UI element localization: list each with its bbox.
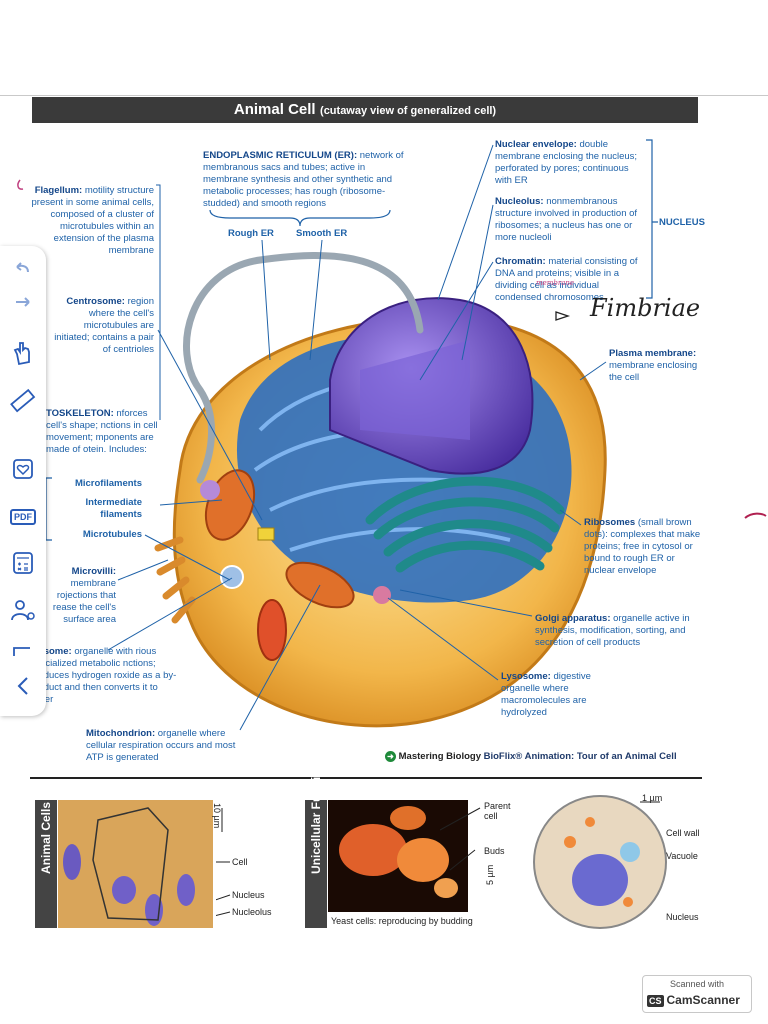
lysosome-label: Lysosome: digestive organelle where macr… [501, 671, 591, 718]
microfilaments-label: Microfilaments [74, 478, 142, 489]
calculator-icon[interactable] [8, 548, 38, 578]
er-label: ENDOPLASMIC RETICULUM (ER): network of m… [203, 150, 404, 209]
buds-label: Buds [484, 846, 505, 856]
handwritten-mark-2 [17, 179, 24, 190]
handwritten-membrane-note: membrane [536, 279, 575, 287]
intermediate-filaments-label: Intermediate filaments [85, 497, 143, 520]
annotation-toolbar: PDF [0, 246, 46, 716]
camscanner-top-text: Scanned with [669, 979, 725, 989]
bookmark-heart-icon[interactable] [8, 454, 38, 484]
animal-callouts [216, 808, 231, 917]
animal-cells-tab: Animal Cells [35, 800, 57, 928]
microtubules-label: Microtubules [82, 529, 142, 540]
unicellular-fungi-tab: Unicellular Fungi [305, 777, 327, 928]
vacuole-label: Vacuole [666, 851, 698, 861]
share-users-icon[interactable] [8, 596, 38, 626]
pdf-label: PDF [10, 509, 36, 525]
camscanner-brand-text: CamScanner [666, 993, 740, 1007]
pdf-icon[interactable]: PDF [8, 502, 38, 532]
bioflix-text: BioFlix® Animation: Tour of an Animal Ce… [483, 751, 677, 762]
cytoskeleton-bracket [45, 477, 52, 541]
smooth-er-label: Smooth ER [296, 228, 348, 239]
flagellum [183, 251, 424, 484]
toolbar-extra-icon[interactable] [8, 636, 38, 666]
figure-title-bar: Animal Cell (cutaway view of generalized… [32, 97, 698, 123]
undo-icon[interactable] [8, 252, 38, 282]
mastering-biology-text: Mastering Biology [398, 751, 481, 762]
camscanner-logo: CS [647, 995, 664, 1007]
ruler-icon[interactable] [8, 386, 38, 416]
lysosome [373, 586, 391, 604]
hand-icon[interactable] [8, 338, 38, 368]
yeast-caption: Yeast cells: reproducing by budding [331, 916, 473, 926]
microvilli-label: Microvilli: membrane rojections that rea… [52, 566, 116, 625]
centrosome [257, 527, 275, 541]
yeast-callouts [440, 807, 481, 871]
nucleolus-label: Nucleolus: nonmembranous structure invol… [495, 196, 638, 243]
chromatin-label: Chromatin: material consisting of DNA an… [495, 256, 638, 303]
animal-cell-label: Cell [232, 857, 248, 867]
mitochondrion-label: Mitochondrion: organelle where cellular … [86, 728, 236, 763]
microvilli [154, 536, 196, 624]
animal-cells-micrograph [58, 800, 213, 928]
arrow-circle-icon: ➜ [385, 751, 396, 762]
fungal-nucleus-label: Nucleus [666, 912, 699, 922]
rough-er-label: Rough ER [228, 228, 274, 239]
flagellum-label: Flagellum: motility structure present in… [31, 185, 155, 256]
peroxisome [220, 565, 244, 589]
plasma-membrane-label: Plasma membrane: membrane enclosing the … [609, 348, 698, 383]
figure-subtitle: (cutaway view of generalized cell) [320, 105, 497, 117]
golgi-apparatus [365, 476, 565, 573]
scale-1um: 1 µm [642, 793, 663, 803]
leader-lines [107, 144, 607, 731]
figure-title: Animal Cell [233, 101, 316, 118]
bioflix-link[interactable]: ➜ Mastering Biology BioFlix® Animation: … [385, 751, 677, 762]
cell-wall-label: Cell wall [666, 828, 700, 838]
scale-5um: 5 µm [485, 864, 495, 885]
handwritten-mark [744, 512, 767, 519]
animal-nucleus-label: Nucleus [232, 890, 265, 900]
cytoskeleton-label: TOSKELETON: nforces cell's shape; nction… [46, 408, 158, 455]
golgi-label: Golgi apparatus: organelle active in syn… [535, 613, 690, 648]
er-bracket [209, 209, 391, 227]
nucleus-bracket [646, 139, 658, 299]
parent-cell-label: Parent cell [484, 801, 511, 821]
nucleus-group-label: NUCLEUS [659, 217, 705, 228]
animal-nucleolus-label: Nucleolus [232, 907, 272, 917]
vesicle [200, 480, 220, 500]
centrosome-label: Centrosome: region where the cell's micr… [54, 296, 154, 355]
handwritten-fimbriae: Fimbriae [590, 294, 701, 322]
redo-icon[interactable] [8, 288, 38, 318]
nucleus-cutaway [360, 340, 470, 440]
mitochondrion-3 [257, 599, 287, 661]
section-divider [30, 777, 702, 779]
yeast-micrograph [328, 800, 468, 912]
fungal-cell-micrograph [533, 795, 667, 929]
collapse-icon[interactable] [8, 671, 38, 701]
arrow-mark [555, 311, 571, 321]
peroxisome-label: oxisome: organelle with rious specialize… [30, 646, 177, 705]
ribosomes-label: Ribosomes (small brown dots): complexes … [584, 517, 701, 576]
page-top-edge [0, 95, 768, 96]
scale-10um: 10 µm [212, 803, 222, 829]
nuclear-envelope-label: Nuclear envelope: double membrane enclos… [495, 139, 638, 186]
